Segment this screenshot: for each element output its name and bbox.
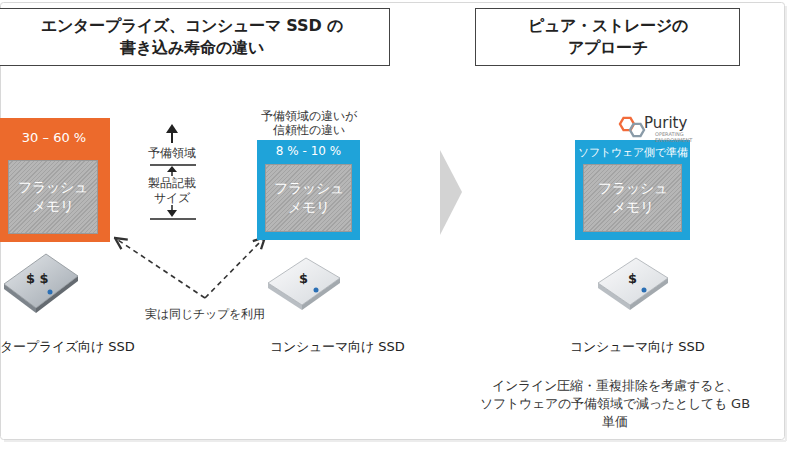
title-box: エンタープライズ、コンシューマ SSD の 書き込み寿命の違い xyxy=(0,8,390,66)
dimension-line xyxy=(150,218,196,220)
title-text: エンタープライズ、コンシューマ SSD の 書き込み寿命の違い xyxy=(37,15,347,59)
spare-area-box: 予備領域の違いが 信頼性の違い8 % - 10 %フラッシュ メモリ xyxy=(257,140,360,240)
title-box: ピュア・ストレージの アプローチ xyxy=(475,8,740,66)
software-header: ソフトウェア側で準備 xyxy=(575,145,690,160)
ssd-logo xyxy=(314,288,319,293)
dimension-label: 製品記載 サイズ xyxy=(146,176,198,206)
logo-text: Purity xyxy=(644,114,687,132)
price-mark: $ xyxy=(628,271,637,286)
ssd-logo xyxy=(642,288,647,293)
product-label: タープライズ向け SSD xyxy=(0,338,135,356)
flash-text: フラッシュ メモリ xyxy=(271,179,346,217)
logo-subtext: OPERATING ENVIRONMENT xyxy=(655,131,695,143)
box-heading: 予備領域の違いが 信頼性の違い xyxy=(247,109,370,137)
ssd-top xyxy=(4,254,78,308)
ssd-top xyxy=(598,258,668,305)
frame-shadow xyxy=(785,6,787,441)
arrow-head xyxy=(166,124,178,133)
flash-memory-box: フラッシュ メモリ xyxy=(265,164,352,232)
frame-shadow xyxy=(4,440,786,442)
spare-area-box: ソフトウェア側で準備フラッシュ メモリ xyxy=(575,140,690,240)
dimension-line xyxy=(150,164,196,166)
frame xyxy=(1,3,785,440)
percent-header: 30 – 60 % xyxy=(0,130,110,145)
product-label: コンシューマ向け SSD xyxy=(570,338,705,356)
ssd-logo xyxy=(48,290,53,295)
note-text: インライン圧縮・重複排除を考慮すると、 ソフトウェアの予備領域で減ったとしても … xyxy=(465,377,765,431)
arrow-head xyxy=(167,166,177,172)
spare-area-box: 30 – 60 % フラッシュ メモリ xyxy=(0,118,110,242)
price-mark: $ $ xyxy=(26,271,49,286)
price-mark: $ xyxy=(299,271,308,286)
ssd-illustration xyxy=(598,258,668,310)
ssd-top xyxy=(268,258,340,305)
flash-memory-box: フラッシュ メモリ xyxy=(8,160,98,234)
flash-memory-box: フラッシュ メモリ xyxy=(583,164,682,232)
product-label: コンシューマ向け SSD xyxy=(270,338,405,356)
ssd-illustration xyxy=(4,254,78,313)
dashed-arrow xyxy=(115,238,205,298)
chevron-arrow xyxy=(440,150,462,235)
flash-text: フラッシュ メモリ xyxy=(16,178,91,216)
dimension-label: 予備領域 xyxy=(142,145,202,162)
title-text: ピュア・ストレージの アプローチ xyxy=(520,15,695,59)
logo-hexagon xyxy=(630,124,644,136)
dashed-arrow xyxy=(205,237,265,298)
ssd-illustration xyxy=(268,258,340,310)
arrow-head xyxy=(167,210,177,217)
flash-text: フラッシュ メモリ xyxy=(595,179,670,217)
percent-header: 8 % - 10 % xyxy=(257,144,360,158)
note-label: 実は同じチップを利用 xyxy=(130,306,280,323)
